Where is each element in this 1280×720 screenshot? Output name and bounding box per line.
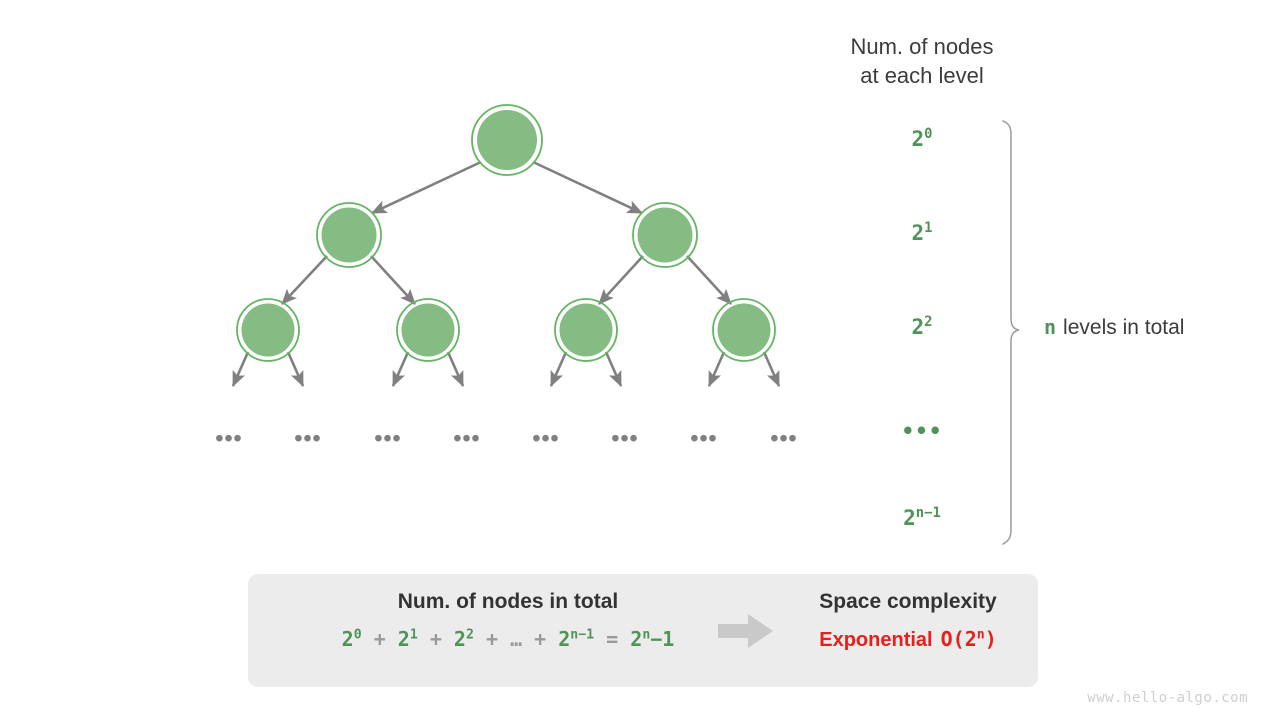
right-block-arrow-icon	[718, 614, 773, 648]
tree-node	[712, 298, 776, 362]
level-count-label-1: 21	[862, 221, 982, 245]
formula-term: 20	[341, 627, 362, 651]
formula-op: +	[373, 627, 386, 651]
space-complexity-title: Space complexity	[819, 590, 997, 613]
level-count-label-ellipsis: •••	[862, 419, 982, 443]
leaf-ellipsis: •••	[532, 425, 560, 451]
tree-edges-level-0-1	[371, 160, 643, 215]
total-nodes-formula: 20 + 21 + 22 + … + 2n−1 = 2n−1	[258, 627, 758, 651]
complexity-bigo: O(2n)	[940, 627, 997, 651]
total-levels-text: levels in total	[1063, 316, 1185, 339]
level-count-exponent: n−1	[915, 505, 941, 521]
formula-term: 21	[397, 627, 418, 651]
formula-result-term: 2n−1	[630, 627, 675, 651]
total-levels-symbol: n	[1044, 315, 1057, 339]
space-complexity-value: Exponential O(2n)	[788, 627, 1028, 652]
tree-node	[316, 202, 382, 268]
complexity-word: Exponential	[819, 629, 933, 651]
leaf-ellipsis: •••	[770, 425, 798, 451]
leaf-ellipsis: •••	[453, 425, 481, 451]
level-count-base: 2	[911, 127, 925, 151]
formula-op: +	[534, 627, 547, 651]
level-count-base: 2	[911, 315, 925, 339]
level-count-label-2: 22	[862, 315, 982, 339]
tree-edges-level-2-stubs	[231, 351, 781, 387]
summary-right: Space complexity Exponential O(2n)	[788, 590, 1028, 652]
leaf-ellipsis: •••	[690, 425, 718, 451]
level-count-exponent: 2	[924, 314, 933, 330]
leaf-ellipsis: •••	[294, 425, 322, 451]
tree-node	[554, 298, 618, 362]
total-levels-label: n levels in total	[1044, 315, 1184, 340]
formula-op: +	[485, 627, 499, 651]
level-count-base: 2	[903, 506, 916, 530]
leaf-ellipsis: •••	[215, 425, 243, 451]
summary-left: Num. of nodes in total 20 + 21 + 22 + … …	[258, 590, 758, 651]
leaf-ellipsis: •••	[611, 425, 639, 451]
summary-panel: Num. of nodes in total 20 + 21 + 22 + … …	[248, 574, 1038, 687]
tree-node	[236, 298, 300, 362]
level-count-base: 2	[911, 221, 925, 245]
level-count-base: •••	[901, 419, 943, 443]
tree-node	[396, 298, 460, 362]
formula-op: +	[429, 627, 442, 651]
levels-brace	[1002, 120, 1020, 545]
tree-node	[632, 202, 698, 268]
tree-node	[471, 104, 543, 176]
formula-equals: =	[606, 627, 619, 651]
formula-term: 22	[453, 627, 474, 651]
watermark: www.hello-algo.com	[1087, 690, 1248, 706]
level-count-exponent: 1	[924, 220, 933, 236]
formula-term: 2n−1	[558, 627, 595, 651]
nodes-per-level-header: Num. of nodes at each level	[850, 34, 994, 88]
level-count-exponent: 0	[924, 126, 933, 142]
level-count-label-last: 2n−1	[862, 506, 982, 530]
tree-edges-level-1-2	[281, 255, 732, 305]
leaf-ellipsis: •••	[374, 425, 402, 451]
total-nodes-title: Num. of nodes in total	[397, 590, 619, 613]
level-count-label-0: 20	[862, 127, 982, 151]
formula-ellipsis: …	[510, 627, 523, 651]
